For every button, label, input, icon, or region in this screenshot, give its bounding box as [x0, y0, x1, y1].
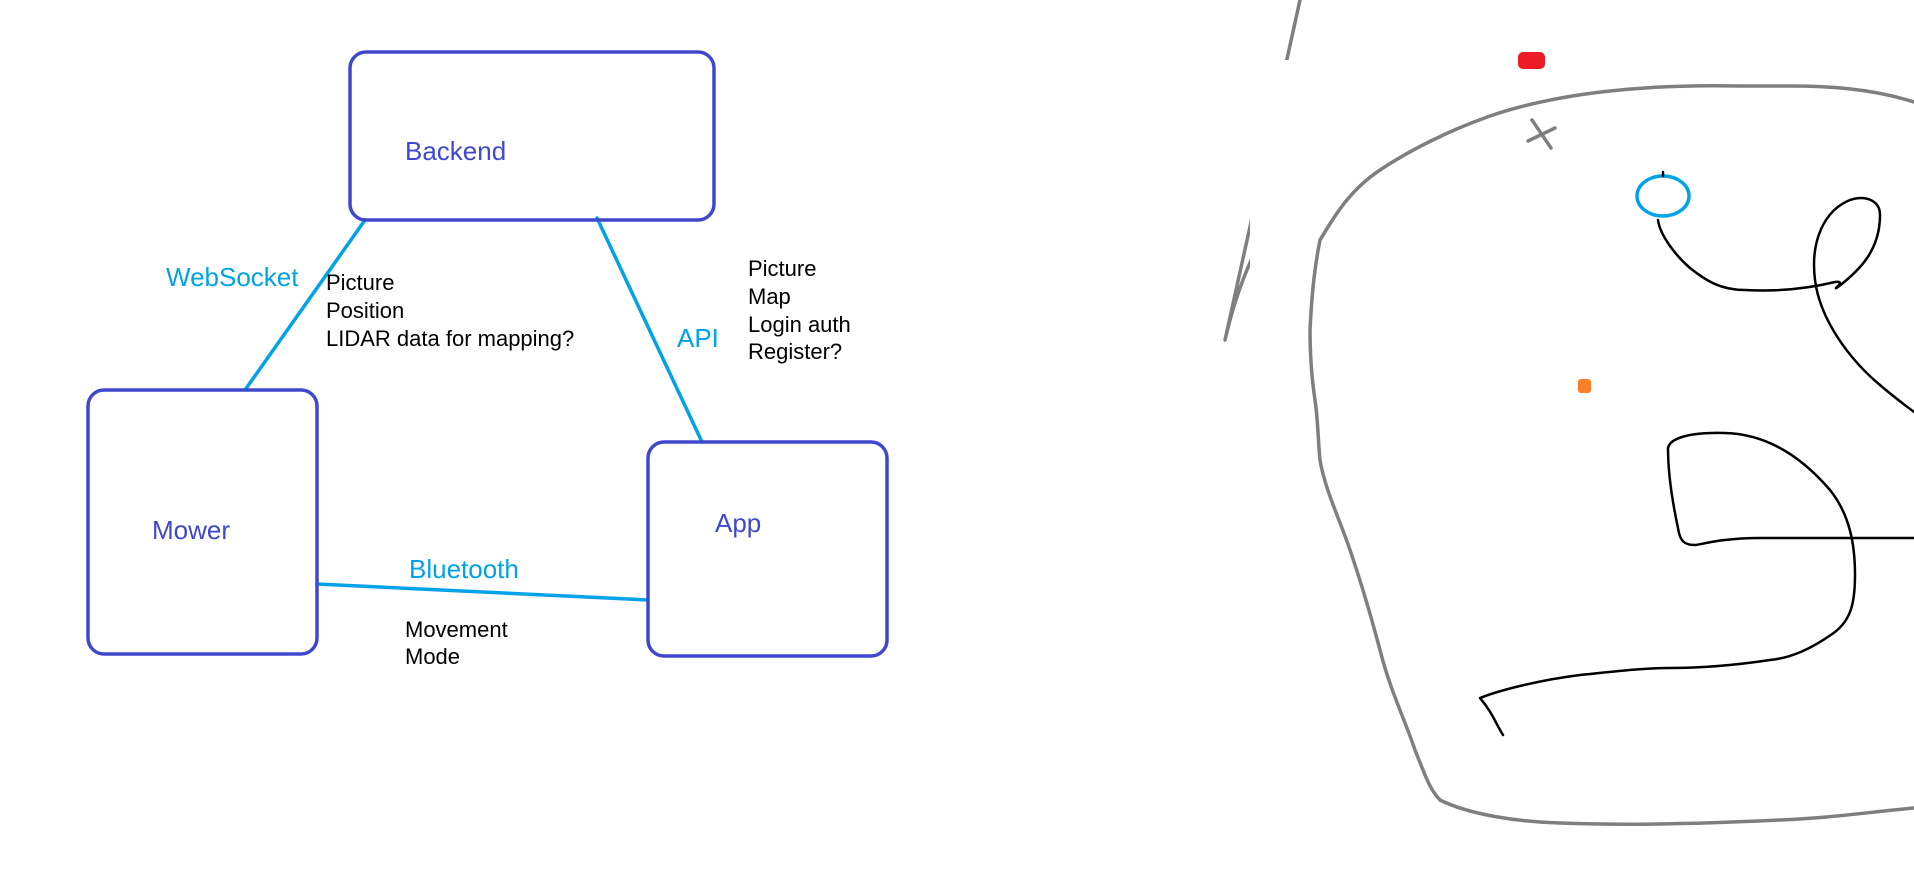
bluetooth-note-item: Mode	[405, 644, 460, 669]
api-connector	[595, 216, 704, 444]
red-marker-icon	[1518, 52, 1545, 69]
api-note-item: Picture	[748, 256, 816, 281]
mower-label: Mower	[152, 515, 230, 545]
bluetooth-connector	[315, 582, 650, 602]
websocket-note-item: Position	[326, 298, 404, 323]
websocket-note-item: Picture	[326, 270, 394, 295]
mower-path	[1656, 170, 1914, 414]
api-note-item: Login auth	[748, 312, 851, 337]
api-note-item: Register?	[748, 339, 842, 364]
websocket-note-item: LIDAR data for mapping?	[326, 326, 574, 351]
orange-marker-icon	[1578, 379, 1591, 393]
lawn-outline	[1308, 83, 1914, 826]
api-label: API	[677, 323, 719, 353]
backend-box	[348, 50, 716, 222]
backend-label: Backend	[405, 136, 506, 166]
websocket-connector	[243, 218, 367, 392]
app-box	[646, 440, 889, 658]
websocket-label: WebSocket	[166, 262, 299, 292]
sketch-backdrop	[1250, 60, 1914, 840]
app-label: App	[715, 508, 761, 538]
api-note-item: Map	[748, 284, 791, 309]
start-cross-icon	[1526, 118, 1557, 150]
mower-path-loop	[1478, 431, 1914, 737]
mower-box	[86, 388, 319, 656]
bluetooth-label: Bluetooth	[409, 554, 519, 584]
bluetooth-note-item: Movement	[405, 617, 508, 642]
